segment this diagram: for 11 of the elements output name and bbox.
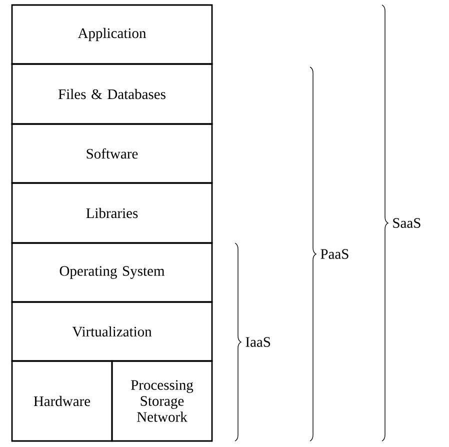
layer-box: Software — [11, 123, 213, 184]
brace-label: PaaS — [320, 249, 348, 259]
layer-box: Libraries — [11, 182, 213, 244]
layer-box: Virtualization — [11, 301, 213, 362]
layer-box: Processing Storage Network — [111, 360, 213, 442]
layer-box: Application — [11, 4, 213, 65]
brace-label: SaaS — [393, 218, 420, 228]
layer-box: Operating System — [11, 242, 213, 303]
layer-box: Files & Databases — [11, 63, 213, 125]
layer-box: Hardware — [11, 360, 113, 442]
brace-label: IaaS — [246, 337, 270, 347]
